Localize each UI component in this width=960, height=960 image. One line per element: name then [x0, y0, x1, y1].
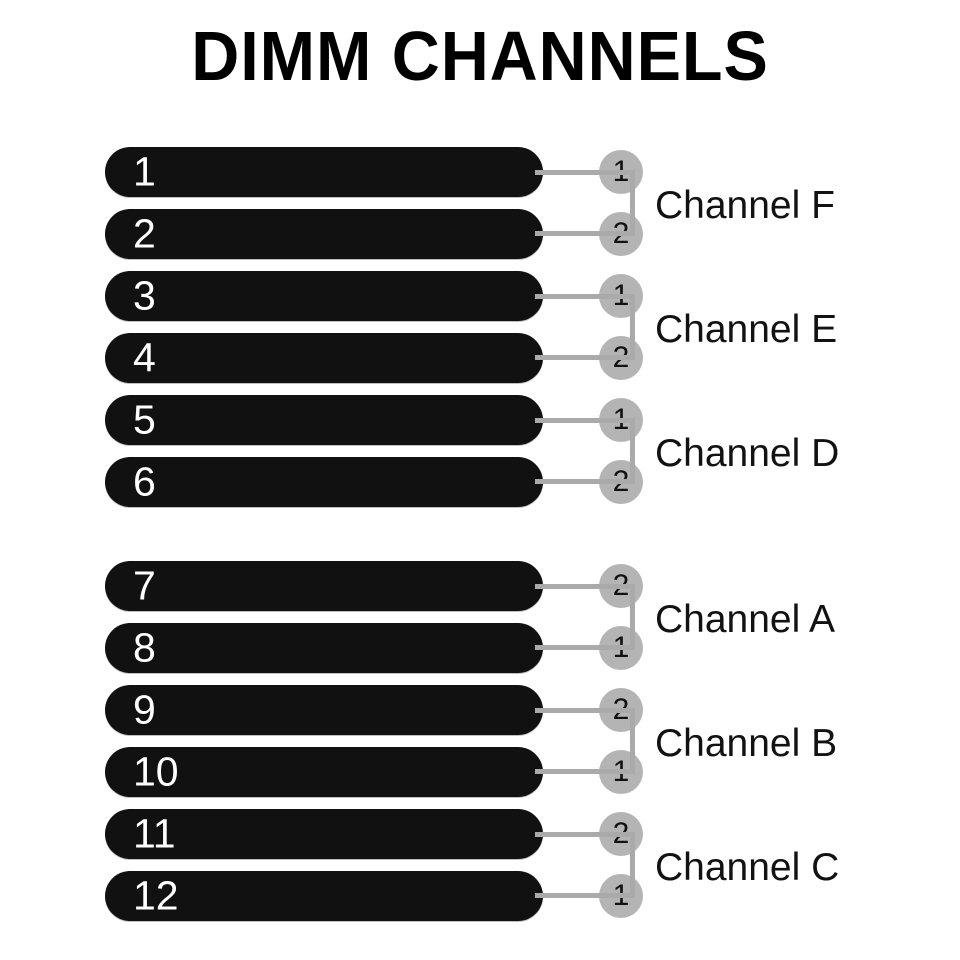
- slot-number: 10: [133, 748, 179, 795]
- bracket-spine: [630, 294, 635, 360]
- dimm-slot[interactable]: 12 1: [105, 871, 643, 921]
- slot-number: 8: [133, 624, 156, 671]
- slot-number: 4: [133, 334, 156, 381]
- slot-number: 7: [133, 562, 156, 609]
- bracket-arm-top: [535, 832, 635, 837]
- bracket-spine: [630, 584, 635, 650]
- bracket-arm-bottom: [535, 355, 635, 360]
- bracket-arm-bottom: [535, 479, 635, 484]
- bracket-arm-top: [535, 708, 635, 713]
- channel-label-d: Channel D: [655, 432, 840, 475]
- channel-label-b: Channel B: [655, 722, 838, 765]
- page-title: DIMM CHANNELS: [191, 17, 769, 95]
- dimm-slot[interactable]: 2 2: [105, 209, 643, 259]
- slot-number: 9: [133, 686, 156, 733]
- slot-number: 3: [133, 272, 156, 319]
- bracket-arm-bottom: [535, 893, 635, 898]
- dimm-slot[interactable]: 4 2: [105, 333, 643, 383]
- dimm-slot[interactable]: 7 2: [105, 561, 643, 611]
- bracket-arm-bottom: [535, 231, 635, 236]
- dimm-slot[interactable]: 9 2: [105, 685, 643, 735]
- channel-label-c: Channel C: [655, 846, 840, 889]
- channel-label-e: Channel E: [655, 308, 838, 351]
- bracket-spine: [630, 708, 635, 774]
- bracket-arm-top: [535, 418, 635, 423]
- channel-label-f: Channel F: [655, 184, 835, 227]
- dimm-slot[interactable]: 3 1: [105, 271, 643, 321]
- dimm-slot[interactable]: 11 2: [105, 809, 643, 859]
- slot-number: 12: [133, 872, 179, 919]
- slot-number: 2: [133, 210, 156, 257]
- channel-bracket: [535, 584, 635, 650]
- slot-number: 1: [133, 148, 156, 195]
- dimm-slot[interactable]: 10 1: [105, 747, 643, 797]
- channel-bracket: [535, 170, 635, 236]
- dimm-slot[interactable]: 8 1: [105, 623, 643, 673]
- bracket-arm-top: [535, 584, 635, 589]
- channel-bracket: [535, 418, 635, 484]
- bracket-spine: [630, 418, 635, 484]
- dimm-slot[interactable]: 1 1: [105, 147, 643, 197]
- bracket-arm-bottom: [535, 769, 635, 774]
- slot-number: 5: [133, 396, 156, 443]
- slot-number: 6: [133, 458, 156, 505]
- dimm-slot[interactable]: 5 1: [105, 395, 643, 445]
- channel-bracket: [535, 708, 635, 774]
- bracket-spine: [630, 170, 635, 236]
- bracket-arm-top: [535, 294, 635, 299]
- channel-label-a: Channel A: [655, 598, 835, 641]
- channel-bracket: [535, 832, 635, 898]
- slot-number: 11: [133, 810, 176, 857]
- channel-bracket: [535, 294, 635, 360]
- bracket-spine: [630, 832, 635, 898]
- bracket-arm-top: [535, 170, 635, 175]
- dimm-slot[interactable]: 6 2: [105, 457, 643, 507]
- bracket-arm-bottom: [535, 645, 635, 650]
